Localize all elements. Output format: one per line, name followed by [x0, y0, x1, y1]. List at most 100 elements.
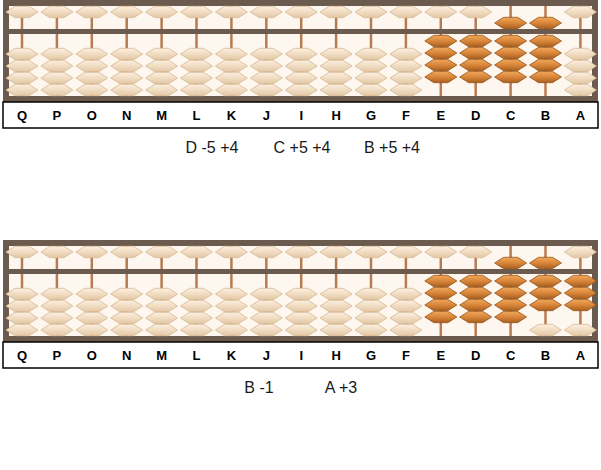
abacus-bead: [530, 257, 562, 268]
abacus-bead: [146, 312, 178, 323]
abacus-bead: [146, 6, 178, 17]
column-letter: A: [565, 349, 595, 362]
abacus-bead: [320, 48, 352, 59]
abacus-bead: [146, 84, 178, 95]
abacus-bead: [6, 312, 38, 323]
abacus-bead: [181, 324, 213, 335]
abacus-bead: [146, 48, 178, 59]
abacus-bead: [495, 35, 527, 46]
column-letter: H: [321, 109, 351, 122]
abacus-bead: [495, 71, 527, 82]
abacus-bead: [355, 60, 387, 71]
column-letter: C: [496, 109, 526, 122]
abacus-bead: [425, 71, 457, 82]
abacus-bead: [6, 72, 38, 83]
abacus-bead: [76, 324, 108, 335]
abacus-bead: [425, 311, 457, 322]
abacus-bead: [425, 246, 457, 257]
abacus-bead: [320, 6, 352, 17]
abacus-bead: [41, 84, 73, 95]
abacus-bead: [146, 72, 178, 83]
abacus-bead: [76, 246, 108, 257]
column-letter: E: [426, 349, 456, 362]
column-letter: A: [565, 109, 595, 122]
abacus-bead: [530, 17, 562, 28]
abacus-bead: [111, 84, 143, 95]
column-letter: L: [182, 349, 212, 362]
abacus-inner: [9, 246, 592, 336]
abacus-bead: [41, 246, 73, 257]
abacus-bead: [355, 300, 387, 311]
abacus-bead: [460, 35, 492, 46]
abacus-bead: [495, 257, 527, 268]
step-label: B +5 +4: [364, 140, 420, 156]
column-letter: P: [42, 109, 72, 122]
soroban: [3, 0, 598, 128]
letter-strip: [3, 102, 598, 128]
abacus-bead: [41, 288, 73, 299]
column-letter: F: [391, 109, 421, 122]
abacus-bead: [495, 299, 527, 310]
abacus-bead: [390, 72, 422, 83]
abacus-bead: [564, 275, 596, 286]
abacus-bead: [355, 48, 387, 59]
column-letter: E: [426, 109, 456, 122]
abacus-bead: [355, 246, 387, 257]
abacus-bead: [564, 324, 596, 335]
abacus-bead: [76, 60, 108, 71]
abacus-bead: [285, 72, 317, 83]
step-label: C +5 +4: [274, 140, 331, 156]
abacus-bead: [390, 324, 422, 335]
column-letter: J: [251, 349, 281, 362]
abacus-bead: [425, 6, 457, 17]
abacus-bead: [6, 246, 38, 257]
abacus-bead: [146, 246, 178, 257]
abacus-bead: [320, 84, 352, 95]
abacus-bead: [564, 299, 596, 310]
abacus-bead: [181, 300, 213, 311]
abacus-bead: [146, 324, 178, 335]
abacus-bead: [564, 60, 596, 71]
soroban: [3, 240, 598, 368]
abacus-bead: [530, 47, 562, 58]
abacus-bead: [250, 48, 282, 59]
column-letter: I: [286, 349, 316, 362]
abacus-bead: [564, 48, 596, 59]
abacus-bead: [355, 324, 387, 335]
abacus-bead: [215, 6, 247, 17]
abacus-bead: [181, 60, 213, 71]
abacus-bead: [181, 246, 213, 257]
abacus-bead: [181, 72, 213, 83]
abacus-bead: [564, 72, 596, 83]
abacus-bead: [146, 60, 178, 71]
abacus-bead: [425, 275, 457, 286]
column-letter: M: [147, 349, 177, 362]
abacus-bead: [250, 246, 282, 257]
abacus-bead: [215, 324, 247, 335]
abacus-bead: [390, 84, 422, 95]
abacus-bead: [250, 312, 282, 323]
abacus-bead: [215, 246, 247, 257]
abacus-bead: [76, 6, 108, 17]
abacus-bead: [41, 300, 73, 311]
abacus-bead: [530, 71, 562, 82]
abacus-bead: [285, 48, 317, 59]
column-letter: P: [42, 349, 72, 362]
abacus-bead: [285, 300, 317, 311]
abacus-bead: [215, 288, 247, 299]
letter-strip: [3, 342, 598, 368]
column-letter: M: [147, 109, 177, 122]
abacus-bead: [181, 84, 213, 95]
abacus-bead: [495, 275, 527, 286]
abacus-bead: [250, 6, 282, 17]
abacus-bead: [250, 60, 282, 71]
abacus-bead: [76, 72, 108, 83]
abacus-bead: [285, 324, 317, 335]
column-letter: K: [216, 109, 246, 122]
abacus-bead: [564, 84, 596, 95]
abacus-bead: [425, 299, 457, 310]
abacus-bead: [530, 275, 562, 286]
abacus-bead: [320, 72, 352, 83]
column-letter: N: [112, 349, 142, 362]
abacus-frame: [3, 0, 598, 102]
